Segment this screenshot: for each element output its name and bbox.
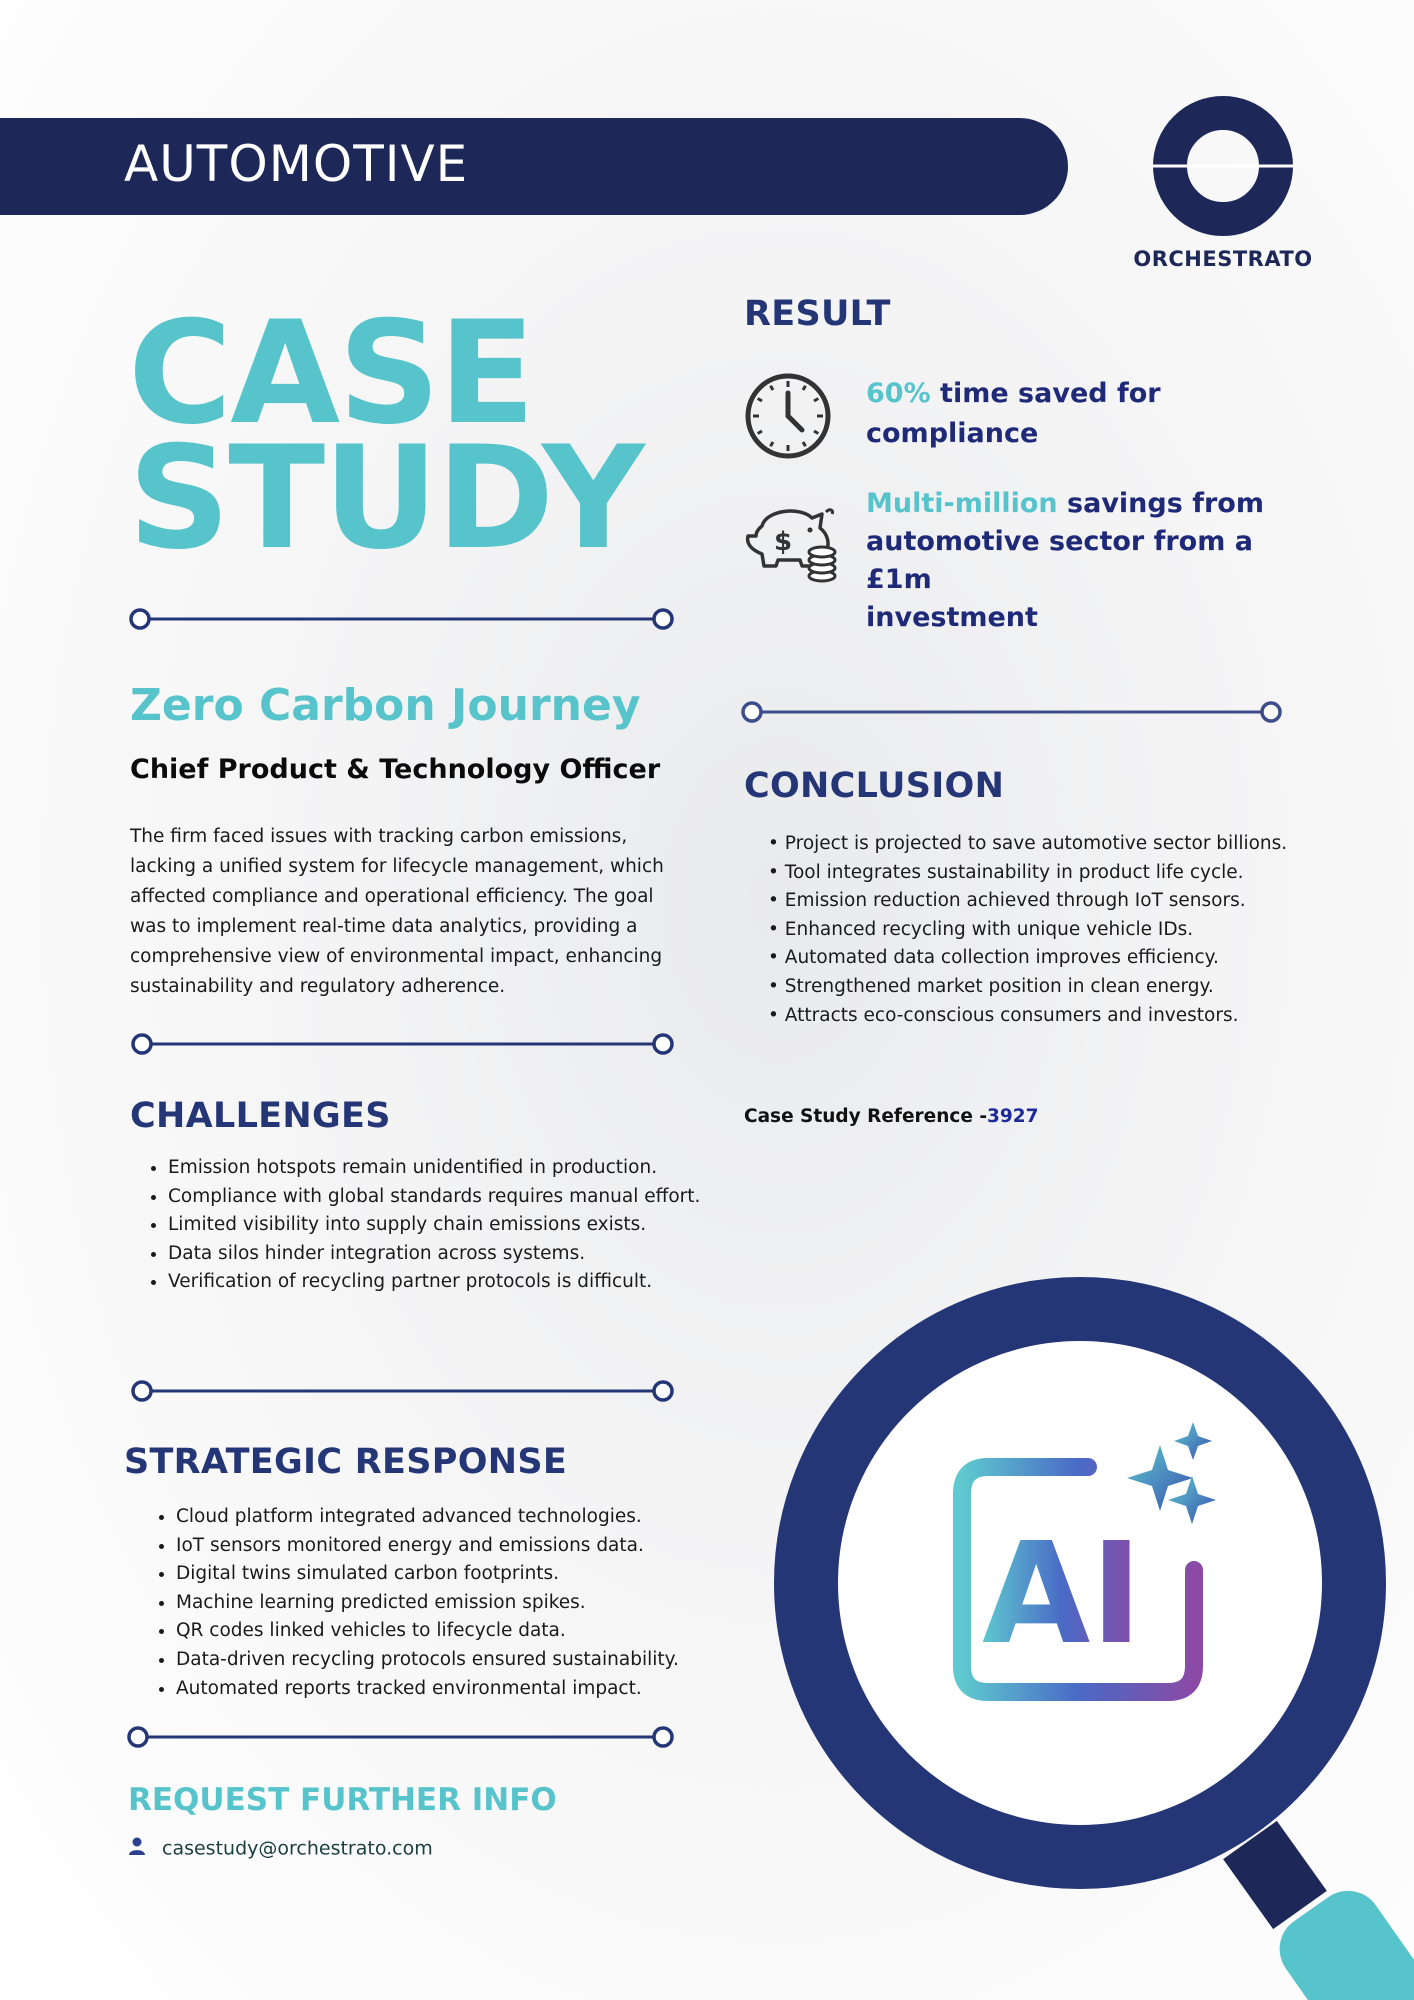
result-text: compliance bbox=[866, 418, 1039, 449]
list-item: Machine learning predicted emission spik… bbox=[176, 1589, 698, 1618]
result-title: RESULT bbox=[744, 294, 891, 334]
strategic-title: STRATEGIC RESPONSE bbox=[124, 1442, 568, 1482]
title-line-1: CASE bbox=[128, 291, 535, 456]
list-item: • Tool integrates sustainability in prod… bbox=[768, 861, 1244, 883]
result-item-savings: Multi-million savings from automotive se… bbox=[866, 485, 1326, 637]
challenges-title: CHALLENGES bbox=[130, 1096, 391, 1136]
conclusion-title: CONCLUSION bbox=[744, 766, 1005, 806]
email-link[interactable]: casestudy@orchestrato.com bbox=[162, 1837, 433, 1860]
list-item: • Emission reduction achieved through Io… bbox=[768, 890, 1246, 912]
conclusion-list: • Project is projected to save automotiv… bbox=[768, 830, 1328, 1030]
role-title: Chief Product & Technology Officer bbox=[130, 754, 661, 785]
clock-icon bbox=[742, 370, 834, 466]
list-item: Emission hotspots remain unidentified in… bbox=[168, 1154, 710, 1183]
magnifier-graphic: AI bbox=[770, 1270, 1414, 2000]
divider bbox=[128, 607, 678, 631]
brand-name: ORCHESTRATO bbox=[1133, 247, 1313, 271]
list-item: IoT sensors monitored energy and emissio… bbox=[176, 1532, 698, 1561]
list-item: • Attracts eco-conscious consumers and i… bbox=[768, 1004, 1239, 1026]
result-text: savings from bbox=[1057, 488, 1264, 519]
case-reference: Case Study Reference -3927 bbox=[744, 1106, 1039, 1127]
title-line-2: STUDY bbox=[128, 416, 645, 581]
result-highlight: 60% bbox=[866, 378, 931, 409]
challenges-list: Emission hotspots remain unidentified in… bbox=[130, 1154, 710, 1297]
divider bbox=[740, 700, 1290, 724]
divider bbox=[126, 1725, 676, 1749]
result-text: investment bbox=[866, 602, 1038, 633]
case-subtitle: Zero Carbon Journey bbox=[130, 680, 641, 731]
svg-text:$: $ bbox=[774, 527, 792, 557]
list-item: Digital twins simulated carbon footprint… bbox=[176, 1560, 698, 1589]
intro-paragraph: The firm faced issues with tracking carb… bbox=[130, 826, 664, 997]
divider bbox=[130, 1032, 680, 1056]
list-item: Limited visibility into supply chain emi… bbox=[168, 1211, 710, 1240]
header-band bbox=[0, 118, 1068, 215]
result-text: automotive sector from a £1m bbox=[866, 526, 1253, 595]
reference-label: Case Study Reference - bbox=[744, 1106, 988, 1127]
email-row[interactable]: casestudy@orchestrato.com bbox=[128, 1836, 433, 1861]
list-item: Automated reports tracked environmental … bbox=[176, 1675, 698, 1704]
result-highlight: Multi-million bbox=[866, 488, 1058, 519]
user-icon bbox=[128, 1836, 146, 1861]
request-title: REQUEST FURTHER INFO bbox=[128, 1782, 557, 1818]
list-item: Cloud platform integrated advanced techn… bbox=[176, 1503, 698, 1532]
list-item: • Strengthened market position in clean … bbox=[768, 975, 1214, 997]
reference-number: 3927 bbox=[987, 1106, 1039, 1127]
list-item: Compliance with global standards require… bbox=[168, 1183, 710, 1212]
logo-ring-icon bbox=[1152, 96, 1294, 236]
result-item-time: 60% time saved for compliance bbox=[866, 374, 1306, 454]
result-text: time saved for bbox=[930, 378, 1161, 409]
brand-logo bbox=[1128, 94, 1318, 248]
strategic-list: Cloud platform integrated advanced techn… bbox=[138, 1503, 698, 1703]
magnifier-icon: AI bbox=[774, 1277, 1414, 2000]
list-item: • Enhanced recycling with unique vehicle… bbox=[768, 918, 1194, 940]
list-item: Data-driven recycling protocols ensured … bbox=[176, 1646, 698, 1675]
list-item: Verification of recycling partner protoc… bbox=[168, 1268, 710, 1297]
divider bbox=[130, 1379, 680, 1403]
list-item: Data silos hinder integration across sys… bbox=[168, 1240, 710, 1269]
sector-label: AUTOMOTIVE bbox=[124, 135, 469, 193]
list-item: • Project is projected to save automotiv… bbox=[768, 833, 1288, 854]
list-item: QR codes linked vehicles to lifecycle da… bbox=[176, 1617, 698, 1646]
sparkle-icon bbox=[1127, 1422, 1216, 1524]
ai-text: AI bbox=[982, 1513, 1142, 1676]
piggy-bank-icon: $ bbox=[742, 496, 842, 590]
list-item: • Automated data collection improves eff… bbox=[768, 947, 1219, 969]
